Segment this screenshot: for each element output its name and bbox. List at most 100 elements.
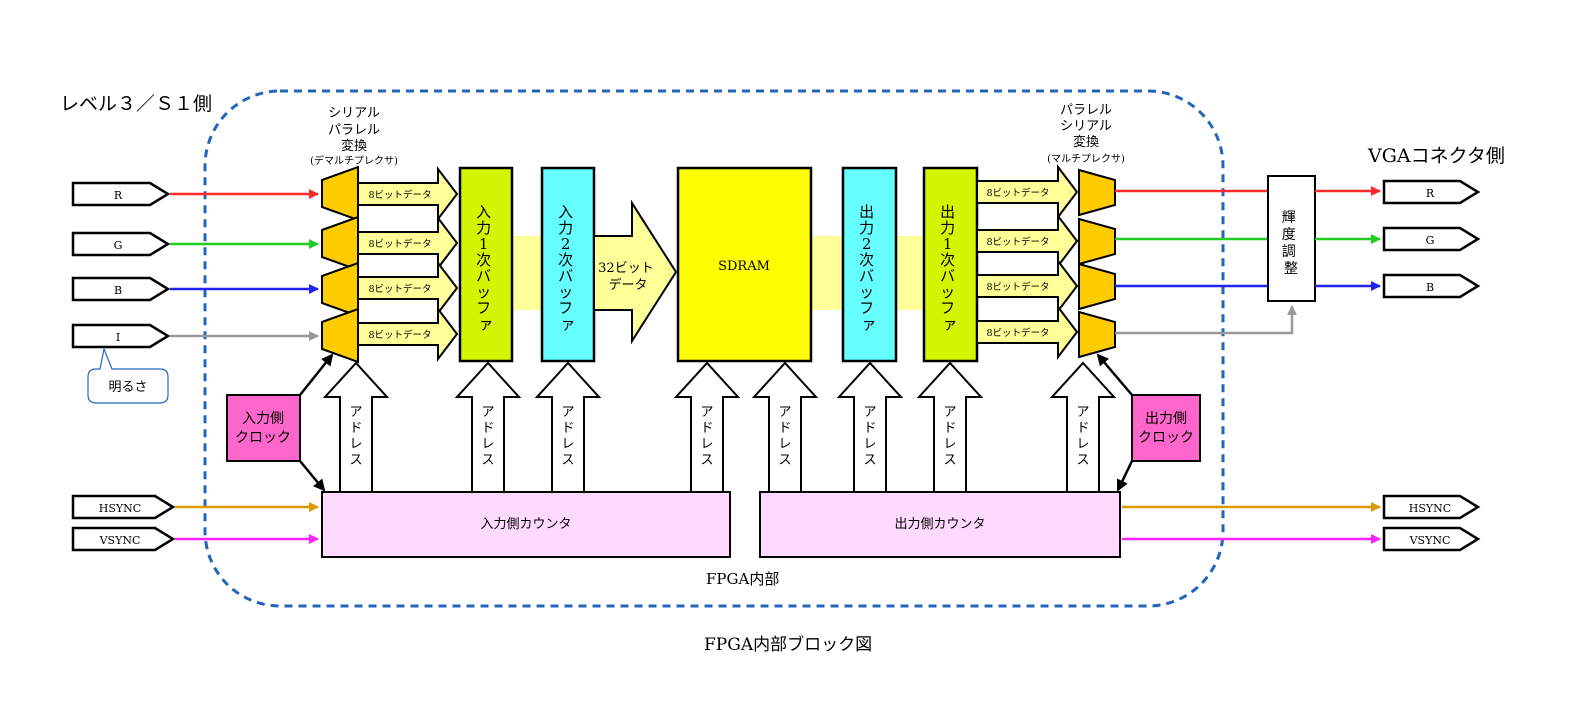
output-counter-label: 出力側カウンタ	[894, 517, 985, 532]
bus-32bit-label: 32ビット データ	[598, 261, 658, 293]
input-b: B	[71, 276, 171, 302]
signal-line-i-out	[1115, 305, 1297, 335]
input-hsync: HSYNC	[71, 494, 176, 520]
input-vsync-label: VSYNC	[99, 534, 141, 547]
input-g: G	[71, 231, 171, 257]
bus-8bit-out-b: 8ビットデータ	[976, 258, 1079, 314]
link-outbuf2-outbuf1	[896, 236, 924, 310]
mux-g	[1078, 217, 1116, 266]
bus-8bit-in-b: 8ビットデータ	[357, 260, 459, 316]
output-counter: 出力側カウンタ	[759, 491, 1121, 558]
demux-r	[321, 165, 359, 222]
clock-arrow-output-counter	[1116, 460, 1134, 492]
address-arrow-outbuf1: アドレス	[916, 361, 984, 493]
demux-i	[321, 307, 359, 364]
svg-text:入力側クロック: 入力側クロック	[235, 411, 291, 446]
output-vsync: VSYNC	[1382, 526, 1481, 552]
fpga-boundary	[203, 89, 1225, 608]
input-i: I	[71, 323, 171, 349]
bus-8bit-in-g: 8ビットデータ	[357, 215, 459, 271]
bus-8bit-out-i: 8ビットデータ	[976, 304, 1079, 360]
output-buffer-2: 出 力 2 次 バ ッ フ ァ	[841, 166, 898, 363]
output-buffer-1-label: 出 力 1 次 バ ッ フ ァ	[940, 203, 960, 333]
svg-text:出力側クロック: 出力側クロック	[1138, 411, 1194, 446]
mux-title-line: 変換	[1073, 134, 1099, 150]
address-arrow-mux: アドレス	[1049, 361, 1117, 493]
bus-8bit-label: 8ビットデータ	[986, 327, 1049, 339]
bus-8bit-label: 8ビットデータ	[986, 187, 1049, 199]
svg-text:アドレス: アドレス	[1076, 405, 1089, 468]
brightness-adjust-block: 輝 度 調 整	[1267, 175, 1316, 302]
left-side-title: レベル３／Ｓ１側	[60, 93, 212, 115]
address-arrow-sdram-out: アドレス	[751, 361, 819, 493]
output-r-label: R	[1426, 187, 1435, 200]
input-buffer-1-label: 入 力 1 次 バ ッ フ ァ	[476, 203, 496, 333]
demux-title: シリアル パラレル 変換 (デマルチプレクサ)	[310, 106, 398, 167]
demux-title-line: シリアル	[328, 106, 380, 121]
input-b-label: B	[114, 284, 122, 297]
output-clock-line: 出力側	[1145, 411, 1187, 427]
bus-8bit-label: 8ビットデータ	[986, 281, 1049, 293]
output-b: B	[1382, 273, 1481, 299]
output-g-label: G	[1426, 234, 1435, 247]
mux-r	[1078, 168, 1116, 217]
clock-arrow-mux	[1096, 353, 1133, 396]
output-8bit-buses: 8ビットデータ 8ビットデータ 8ビットデータ 8ビットデータ	[976, 164, 1079, 360]
input-counter: 入力側カウンタ	[321, 491, 731, 558]
svg-text:アドレス: アドレス	[561, 405, 574, 468]
mux-b	[1078, 262, 1116, 311]
demux-title-line: (デマルチプレクサ)	[310, 154, 398, 167]
brightness-callout: 明るさ	[87, 346, 169, 404]
diagram-caption: FPGA内部ブロック図	[704, 634, 872, 655]
mux-title-line: シリアル	[1060, 119, 1112, 134]
input-clock-line: クロック	[235, 430, 291, 446]
svg-text:アドレス: アドレス	[481, 405, 494, 468]
bus-8bit-in-r: 8ビットデータ	[357, 166, 459, 222]
output-buffer-2-label: 出 力 2 次 バ ッ フ ァ	[859, 203, 879, 333]
clock-arrow-demux	[299, 353, 334, 396]
svg-text:アドレス: アドレス	[863, 405, 876, 468]
bus-8bit-out-r: 8ビットデータ	[976, 164, 1079, 220]
input-clock-line: 入力側	[242, 411, 284, 427]
address-arrow-inbuf1: アドレス	[454, 361, 522, 493]
input-i-label: I	[116, 331, 120, 344]
mux-i	[1078, 310, 1116, 359]
address-arrows: アドレス アドレス アドレス アドレス アドレス アドレス アドレス アドレス	[322, 361, 1117, 493]
input-r: R	[71, 181, 171, 207]
address-arrow-sdram-in: アドレス	[673, 361, 741, 493]
input-buffer-2: 入 力 2 次 バ ッ フ ァ	[540, 166, 596, 363]
demux-b	[321, 261, 359, 318]
mux-units	[1078, 168, 1116, 359]
address-arrow-demux: アドレス	[322, 361, 390, 493]
output-connectors: R G B HSYNC VSYNC	[1382, 179, 1481, 552]
bus-8bit-label: 8ビットデータ	[368, 238, 431, 250]
fpga-inner-label: FPGA内部	[706, 570, 779, 588]
right-side-title: VGAコネクタ側	[1367, 145, 1505, 167]
link-sdram-outbuf2	[811, 236, 843, 310]
demux-title-line: パラレル	[328, 123, 380, 138]
svg-text:アドレス: アドレス	[943, 405, 956, 468]
sdram-block: SDRAM	[676, 166, 813, 363]
input-clock-block: 入力側クロック	[226, 394, 301, 462]
output-hsync-label: HSYNC	[1409, 502, 1451, 515]
output-buffer-1: 出 力 1 次 バ ッ フ ァ	[922, 166, 979, 363]
svg-text:アドレス: アドレス	[778, 405, 791, 468]
clock-arrow-input-counter	[299, 460, 326, 492]
svg-text:アドレス: アドレス	[700, 405, 713, 468]
sdram-label: SDRAM	[718, 259, 770, 274]
output-r: R	[1382, 179, 1481, 205]
input-buffer-1: 入 力 1 次 バ ッ フ ァ	[458, 166, 514, 363]
input-buffer-2-label: 入 力 2 次 バ ッ フ ァ	[558, 203, 578, 333]
svg-text:アドレス: アドレス	[349, 405, 362, 468]
bus-8bit-label: 8ビットデータ	[986, 236, 1049, 248]
output-b-label: B	[1426, 281, 1434, 294]
demux-units	[321, 165, 359, 364]
brightness-note: 明るさ	[108, 380, 147, 395]
bus-8bit-label: 8ビットデータ	[368, 329, 431, 341]
output-clock-block: 出力側クロック	[1131, 394, 1201, 462]
bus-8bit-out-g: 8ビットデータ	[976, 213, 1079, 269]
input-connectors: R G B I HSYNC VSYNC	[71, 181, 176, 552]
bus-8bit-label: 8ビットデータ	[368, 283, 431, 295]
input-hsync-label: HSYNC	[99, 502, 141, 515]
